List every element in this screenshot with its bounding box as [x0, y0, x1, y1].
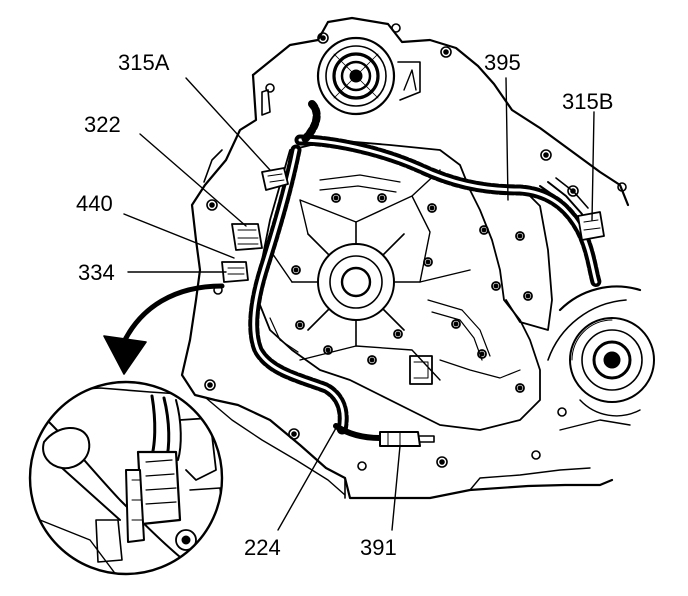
- leader-lines: [123, 77, 595, 531]
- callout-395: 395: [484, 50, 521, 75]
- callout-315a: 315A: [118, 50, 170, 75]
- callout-440: 440: [76, 191, 113, 216]
- case-housing: [180, 16, 630, 500]
- callout-391: 391: [360, 535, 397, 560]
- connectors: [221, 167, 605, 447]
- callout-224: 224: [244, 535, 281, 560]
- bearing-assembly: [316, 36, 421, 116]
- accumulator-plate: [469, 185, 553, 393]
- detail-arrow: [103, 283, 225, 375]
- valve-body: [257, 139, 541, 431]
- callout-315b: 315B: [562, 89, 614, 114]
- callout-322: 322: [84, 112, 121, 137]
- callout-334: 334: [78, 260, 115, 285]
- detail-inset: [28, 380, 224, 576]
- drum-assembly: [547, 285, 655, 431]
